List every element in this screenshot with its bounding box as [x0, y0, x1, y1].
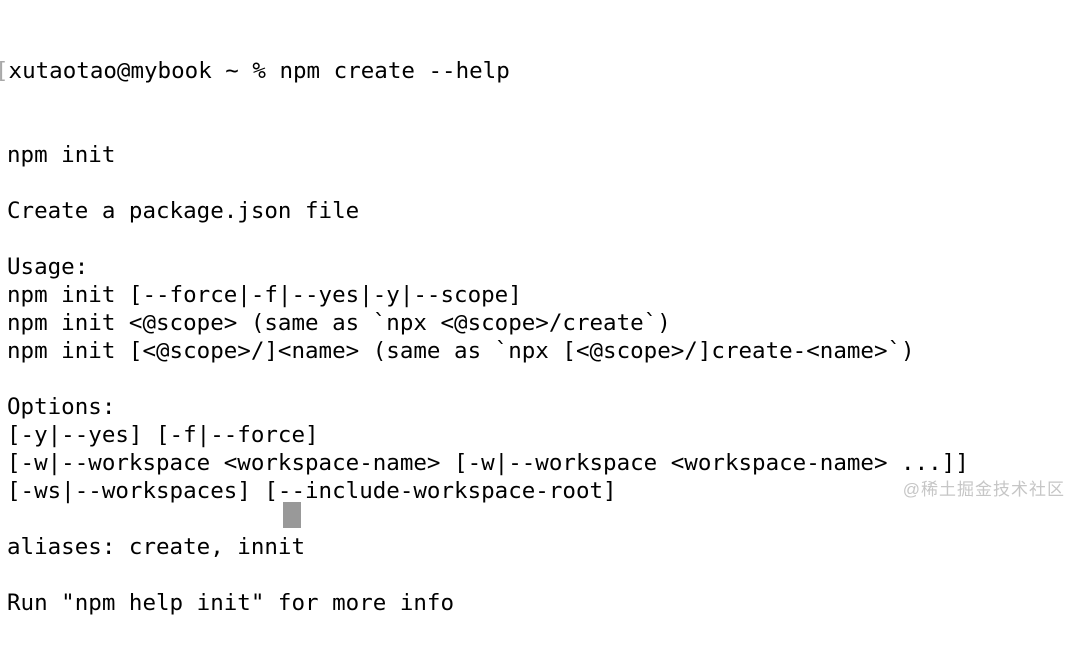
command-line: [xutaotao@mybook ~ % npm create --help: [7, 57, 1076, 85]
terminal-line: Run "npm help init" for more info: [7, 589, 1076, 617]
terminal-line: Usage:: [7, 253, 1076, 281]
command-text: xutaotao@mybook ~ % npm create --help: [9, 58, 510, 84]
terminal-line: [-w|--workspace <workspace-name> [-w|--w…: [7, 449, 1076, 477]
terminal-line: Create a package.json file: [7, 197, 1076, 225]
terminal-line: npm init [<@scope>/]<name> (same as `npx…: [7, 337, 1076, 365]
terminal-cursor: [283, 502, 301, 528]
terminal-line: npm init <@scope> (same as `npx <@scope>…: [7, 309, 1076, 337]
terminal-line: Options:: [7, 393, 1076, 421]
terminal-line: aliases: create, innit: [7, 533, 1076, 561]
terminal-screen[interactable]: [xutaotao@mybook ~ % npm create --help n…: [0, 0, 1076, 508]
terminal-line: [7, 365, 1076, 393]
watermark: @稀土掘金技术社区: [903, 475, 1065, 500]
terminal-line: npm init [--force|-f|--yes|-y|--scope]: [7, 281, 1076, 309]
terminal-line: [7, 505, 1076, 533]
terminal-line: [-y|--yes] [-f|--force]: [7, 421, 1076, 449]
terminal-line: [7, 169, 1076, 197]
prompt-bracket: [: [0, 57, 9, 85]
terminal-line: [7, 561, 1076, 589]
terminal-line: [7, 225, 1076, 253]
terminal-line: npm init: [7, 141, 1076, 169]
